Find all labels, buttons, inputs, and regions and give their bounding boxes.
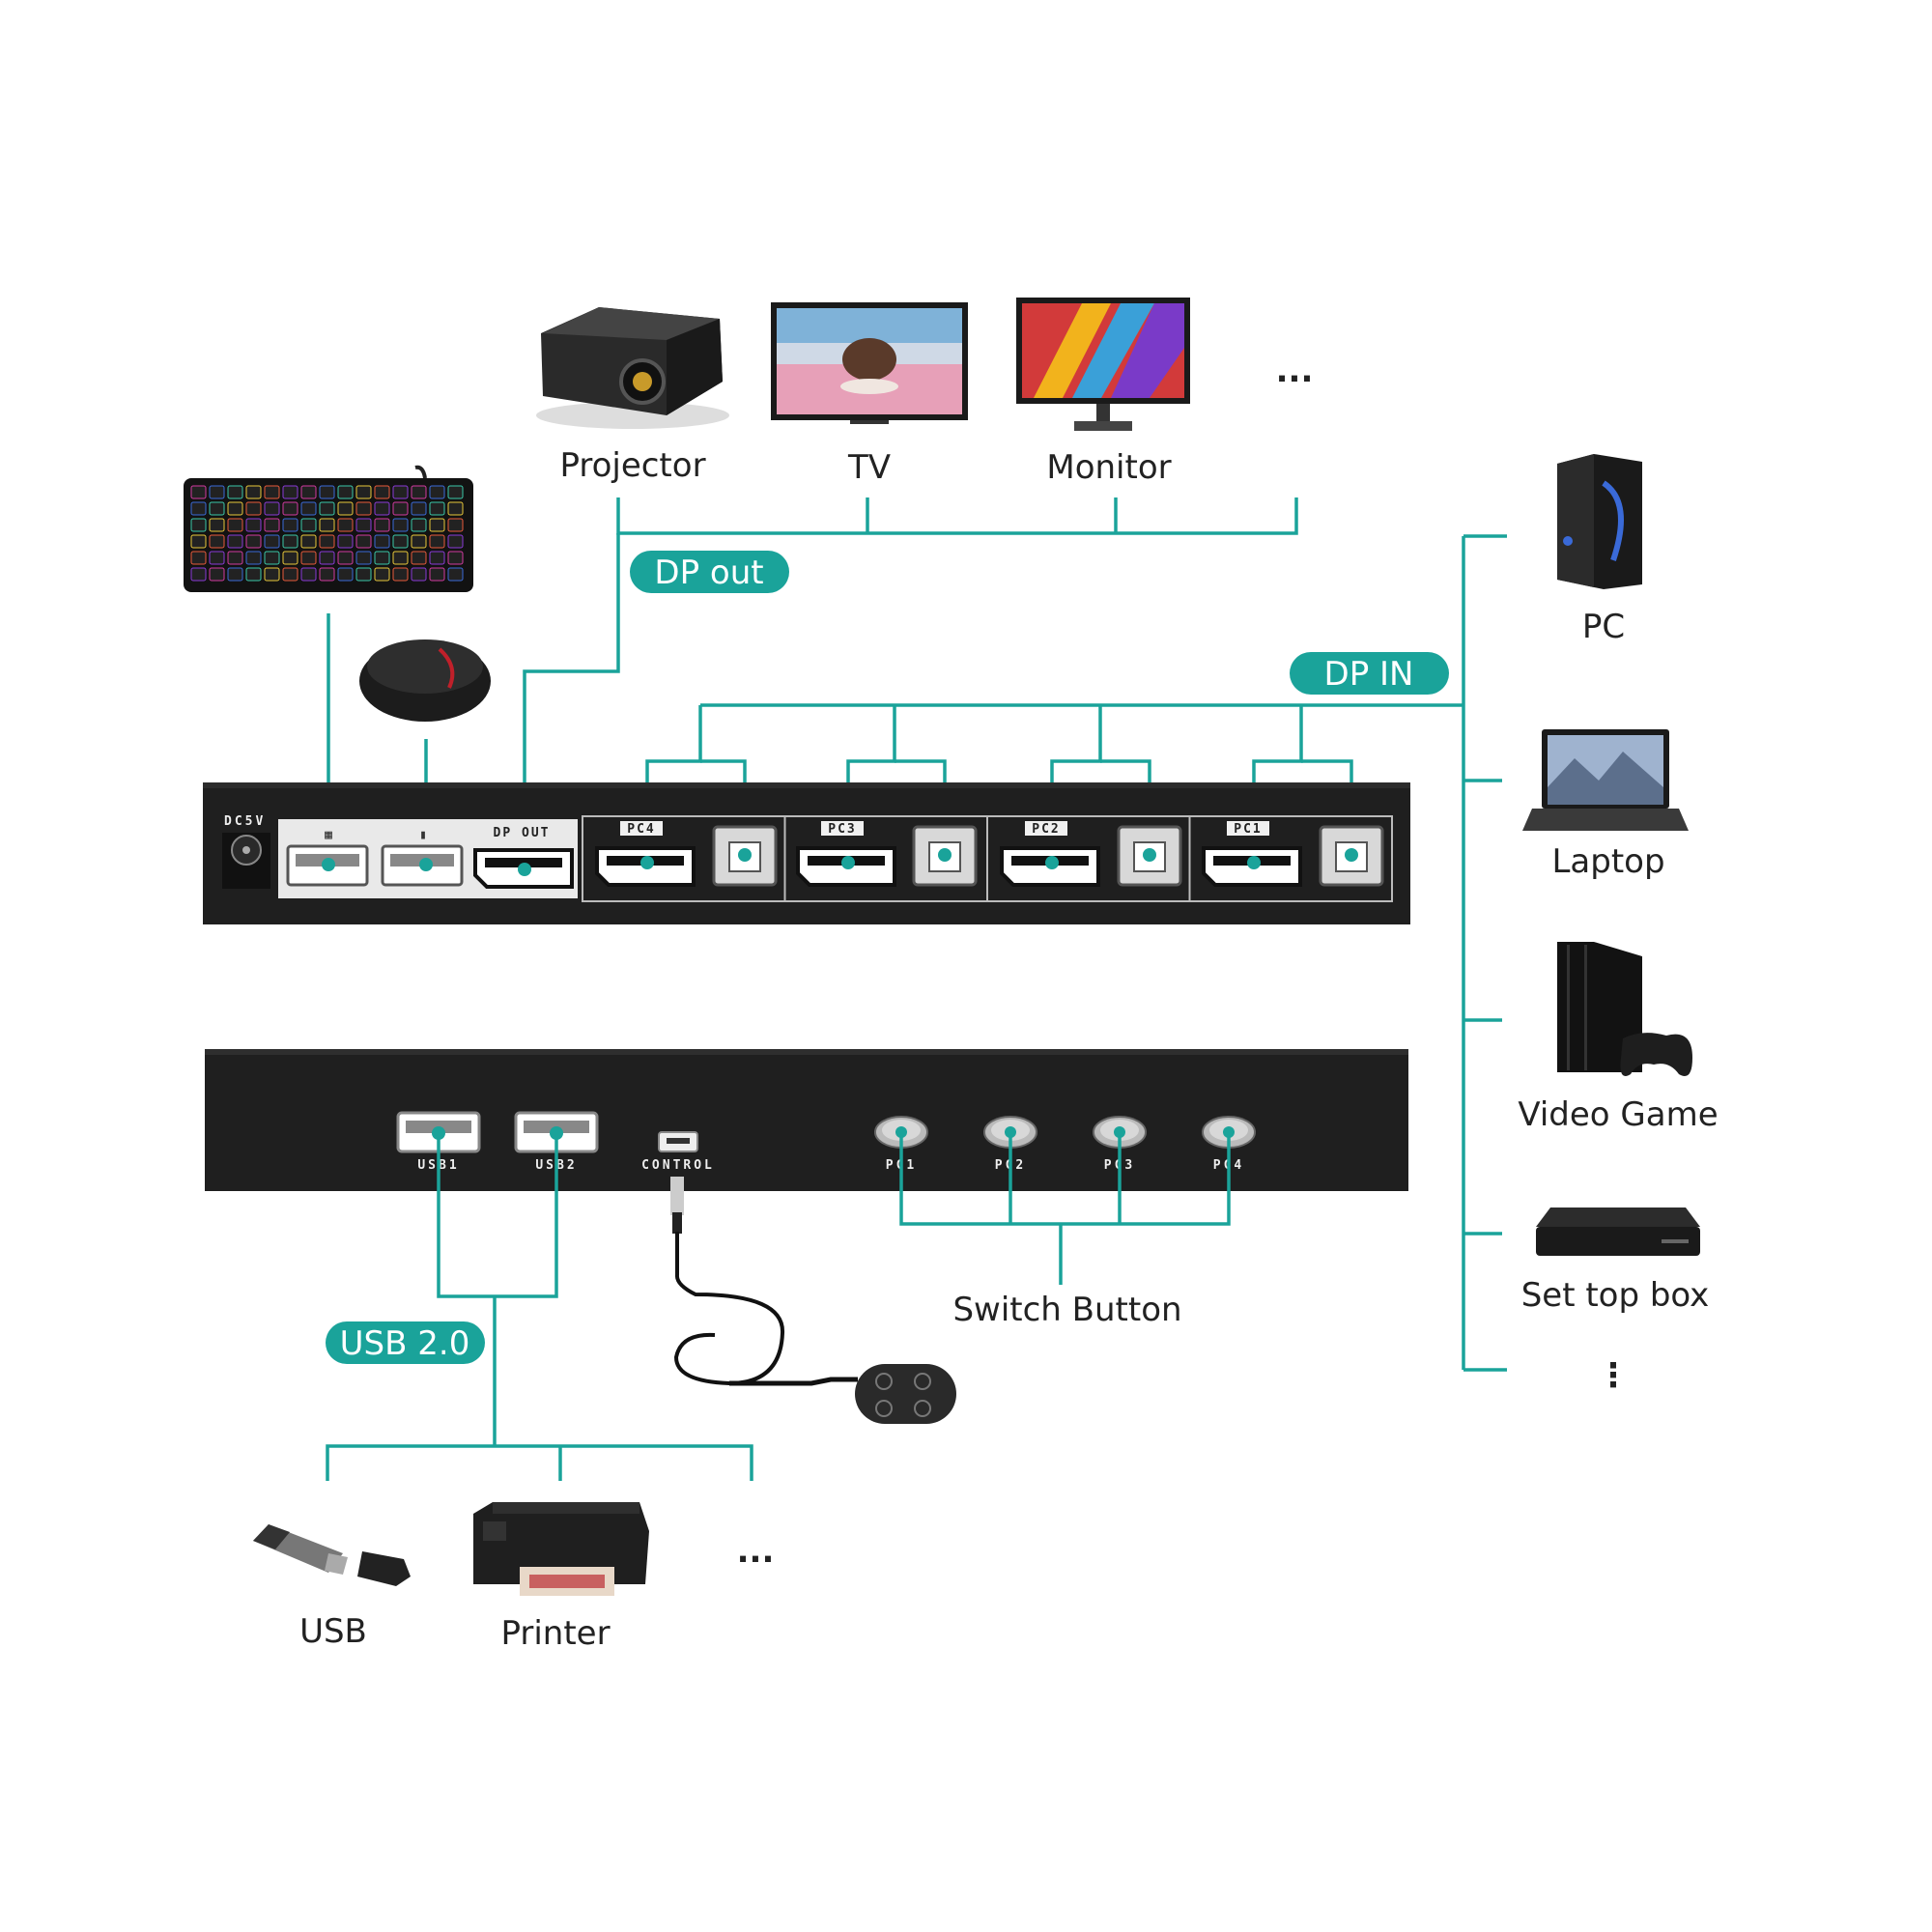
keyboard-port-icon: ▦ (325, 828, 332, 842)
game-console-icon (1557, 942, 1692, 1076)
switch-button-connector-lines (899, 1135, 1231, 1285)
pc-port-group-pc3: PC3 (783, 816, 978, 901)
usb-2-pill: USB 2.0 (326, 1321, 485, 1364)
pc-tower-icon (1557, 454, 1642, 589)
power-jack[interactable] (222, 833, 270, 889)
pc-port-group-pc2: PC2 (986, 816, 1182, 901)
pc-port-label-pc1: PC1 (1234, 822, 1262, 837)
pc-port-tag (821, 821, 864, 836)
connection-dot (841, 856, 855, 869)
pc-port-group-pc1: PC1 (1188, 816, 1384, 901)
output-label-tv: TV (847, 448, 891, 487)
connection-dot (640, 856, 654, 869)
mouse-port-icon: ▮ (419, 828, 427, 842)
input-label-video-game: Video Game (1518, 1095, 1718, 1134)
connection-dot (1143, 848, 1156, 862)
pc-port-label-pc2: PC2 (1032, 822, 1060, 837)
output-label-monitor: Monitor (1046, 448, 1171, 487)
usb-drive-icon (253, 1524, 411, 1586)
input-label-set-top-box: Set top box (1521, 1276, 1710, 1315)
peripheral-port-dots (322, 858, 531, 876)
printer-icon (473, 1502, 649, 1596)
usb-2-pill-label: USB 2.0 (340, 1324, 470, 1363)
pc-port-label-pc3: PC3 (828, 822, 856, 837)
input-label-laptop: Laptop (1551, 842, 1664, 881)
dp-in-pill: DP IN (1290, 652, 1449, 695)
switch-button-pc2[interactable] (983, 1116, 1037, 1149)
dp-out-port-label: DP OUT (494, 826, 551, 840)
wired-remote-icon[interactable] (670, 1177, 956, 1424)
switch-button-pc1[interactable] (874, 1116, 928, 1149)
dp-in-pill-label: DP IN (1324, 655, 1414, 694)
laptop-icon (1522, 729, 1689, 831)
pc-port-tag (1227, 821, 1269, 836)
input-label-pc: PC (1582, 608, 1625, 646)
monitor-icon (1016, 298, 1190, 431)
kvm-back-panel: DC5V ▦ ▮ DP OUT PC4 PC3 PC2 PC1 (203, 782, 1410, 924)
usb-more-ellipsis: ... (737, 1532, 775, 1571)
switch-button-label: Switch Button (952, 1291, 1181, 1329)
connection-dot (1345, 848, 1358, 862)
output-label-projector: Projector (559, 446, 705, 485)
dp-in-connector-lines (645, 534, 1507, 1372)
dp-out-connector-lines (523, 497, 1298, 869)
pc-port-group-pc4: PC4 (595, 821, 778, 887)
connection-dot (738, 848, 752, 862)
control-port-label: CONTROL (641, 1158, 715, 1173)
connection-dot (1045, 856, 1059, 869)
tv-icon (771, 302, 968, 424)
usb-device-label-usb: USB (299, 1612, 367, 1651)
mouse-icon (359, 639, 491, 722)
dp-out-pill: DP out (630, 551, 789, 593)
dp-out-pill-label: DP out (654, 554, 763, 592)
usb-connector-lines (326, 1135, 753, 1481)
projector-icon (536, 307, 729, 429)
output-more-ellipsis: ... (1276, 352, 1314, 390)
front-usb-port-usb1[interactable] (396, 1111, 481, 1153)
power-label: DC5V (224, 814, 266, 829)
pc-port-tag (620, 821, 663, 836)
input-more-ellipsis: ⋮ (1597, 1356, 1630, 1395)
pc-port-label-pc4: PC4 (627, 822, 655, 837)
keyboard-icon (184, 465, 473, 592)
switch-button-pc4[interactable] (1202, 1116, 1256, 1149)
control-port[interactable] (658, 1131, 698, 1152)
usb-device-label-printer: Printer (500, 1614, 610, 1653)
connection-dot (938, 848, 952, 862)
set-top-box-icon (1536, 1208, 1700, 1256)
pc-port-tag (1025, 821, 1067, 836)
connection-dot (1247, 856, 1261, 869)
switch-button-pc3[interactable] (1093, 1116, 1147, 1149)
